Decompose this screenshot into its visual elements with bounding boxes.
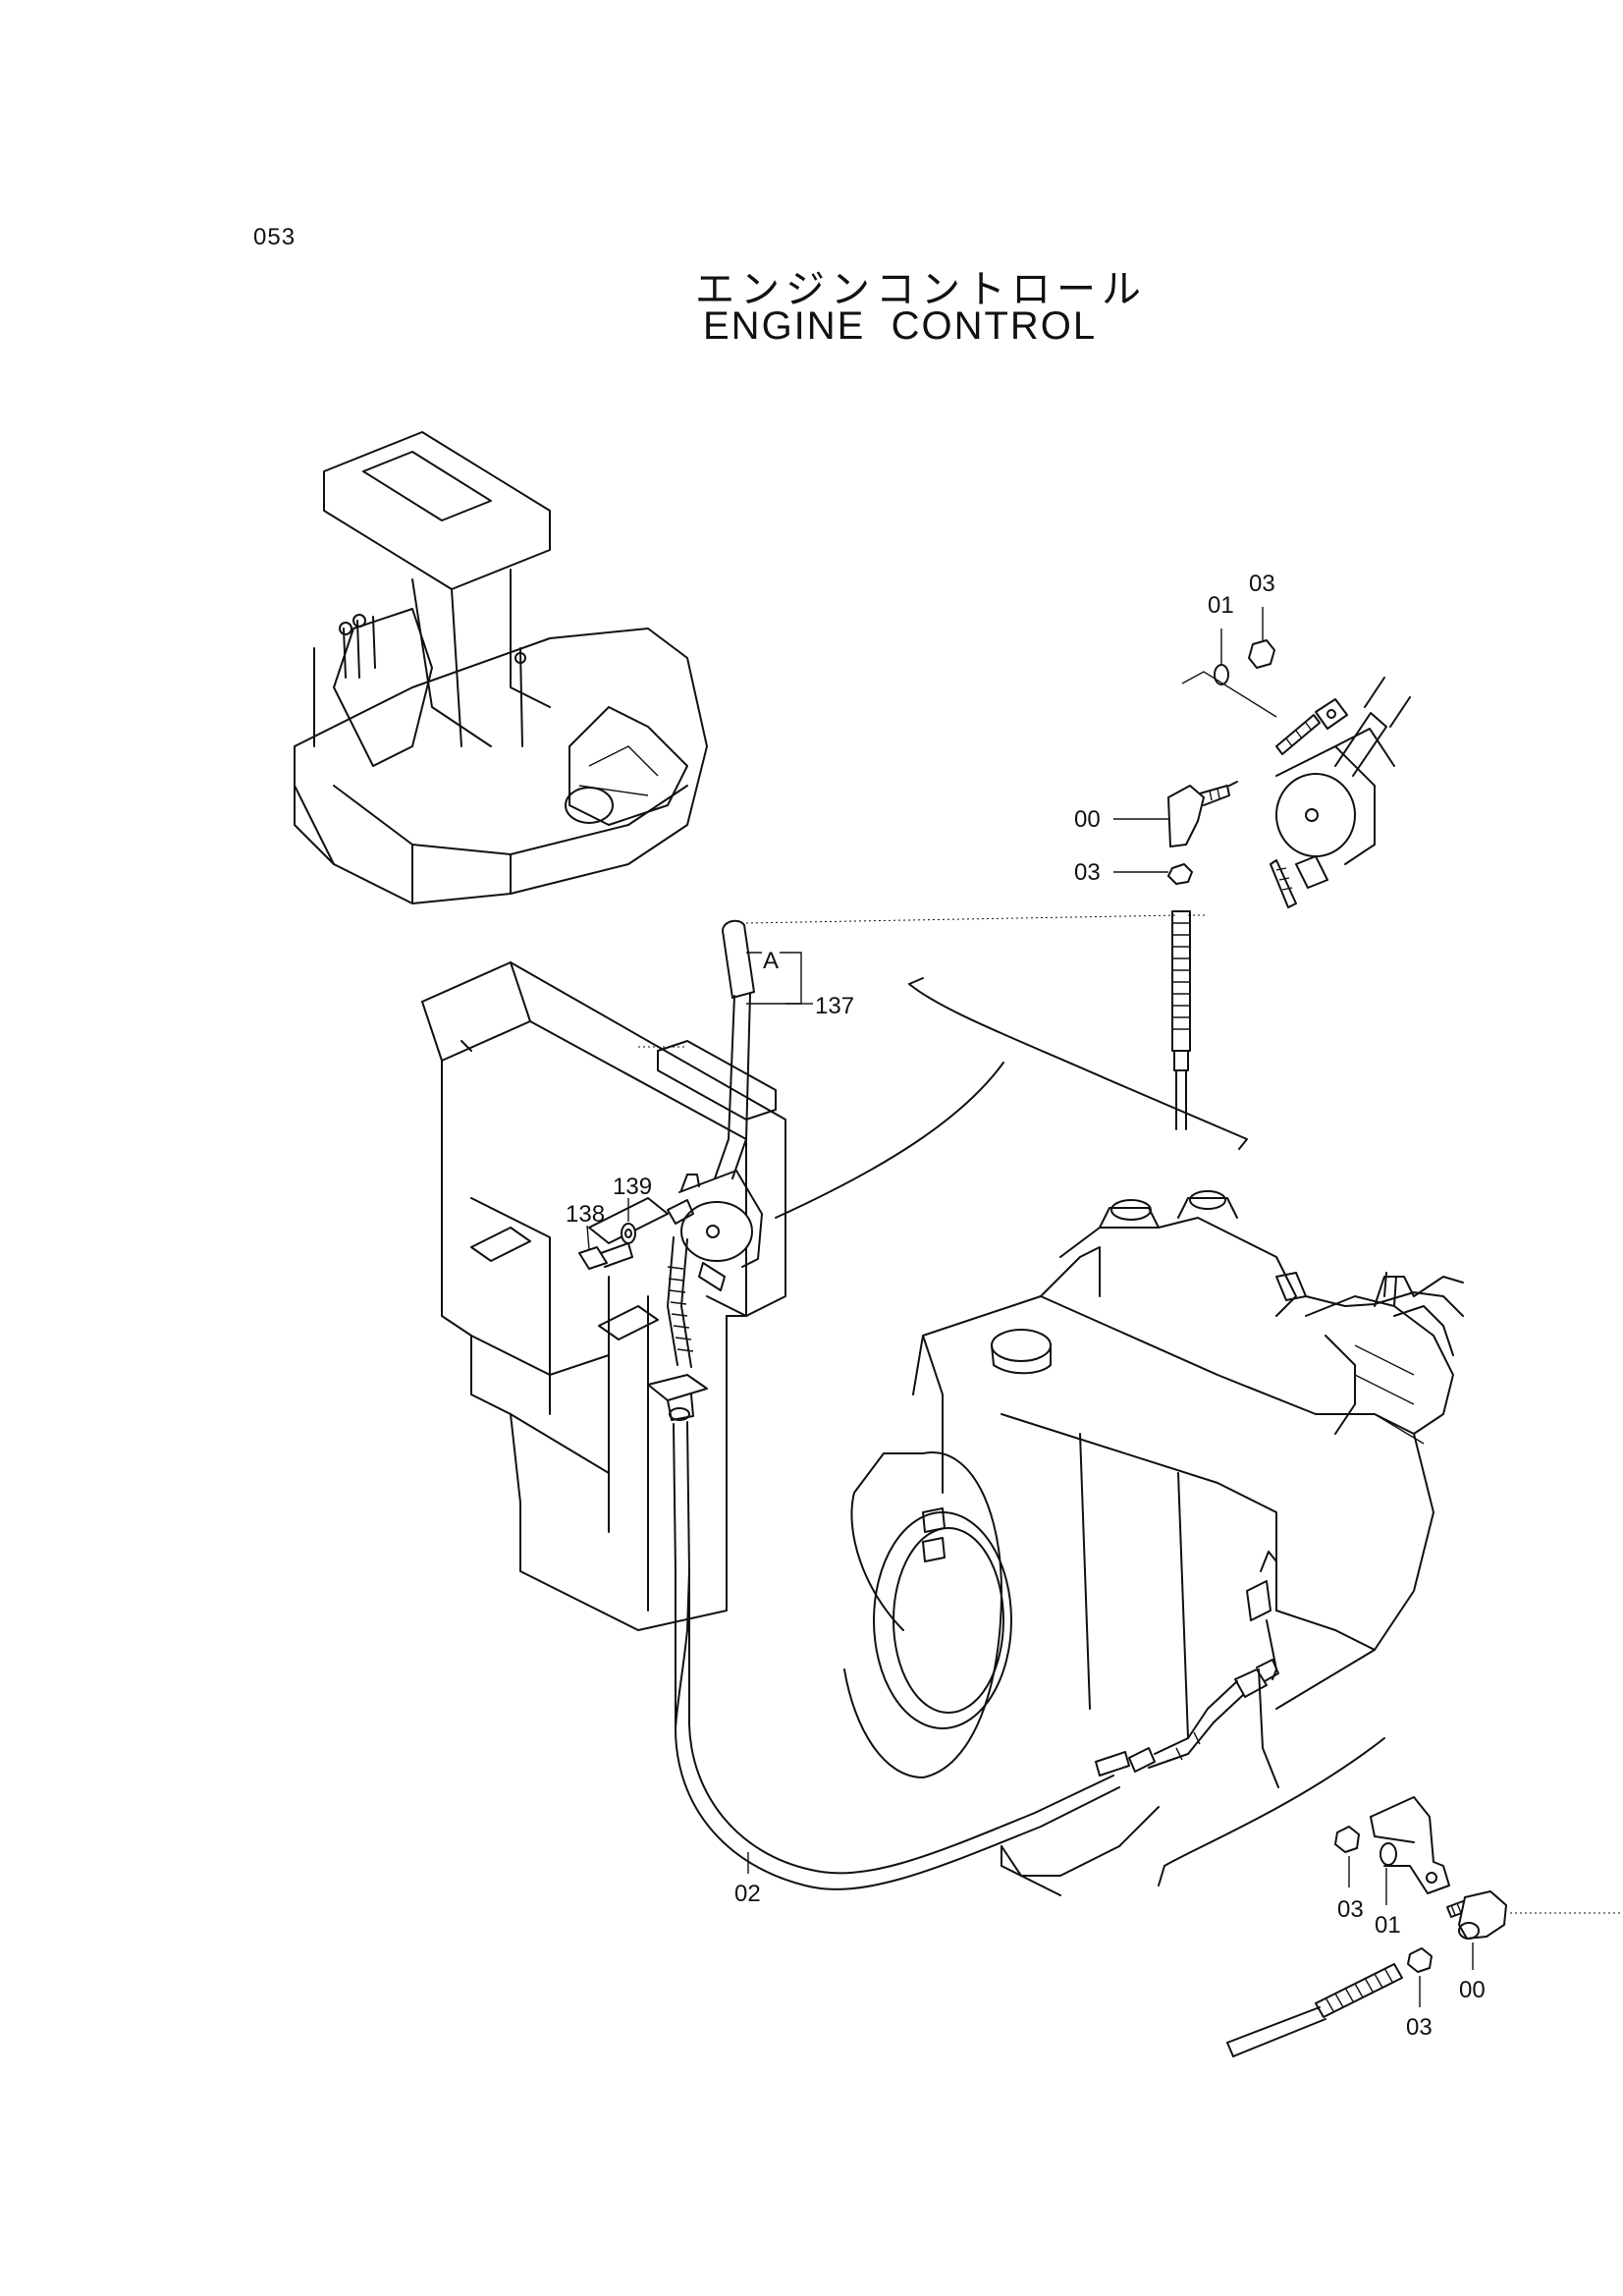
washer-139 xyxy=(621,1223,636,1244)
snap-ring-01-top xyxy=(1214,664,1229,685)
callout-03-bottom: 03 xyxy=(1337,1896,1364,1923)
callout-02: 02 xyxy=(734,1881,761,1907)
bolt-138 xyxy=(578,1242,633,1270)
snap-ring-01-bottom xyxy=(1380,1842,1397,1866)
callout-137: 137 xyxy=(815,993,854,1019)
callout-leaders xyxy=(586,607,1474,2007)
nut-03-bottom-lower xyxy=(1407,1947,1433,1973)
upper-cable-end-detail xyxy=(745,639,1411,1150)
callout-03-bottom-lower: 03 xyxy=(1406,2014,1433,2041)
lower-cable-end-detail xyxy=(1158,1737,1623,2057)
engine-illustration xyxy=(843,1190,1464,1896)
throttle-lever-assembly-137 xyxy=(647,919,763,1729)
callout-138: 138 xyxy=(566,1201,605,1228)
nut-03-bottom xyxy=(1334,1826,1360,1853)
page-title-english: ENGINE CONTROL xyxy=(703,304,1098,348)
callout-01-bottom: 01 xyxy=(1375,1912,1401,1939)
callout-03-mid: 03 xyxy=(1074,859,1101,886)
callout-00-top: 00 xyxy=(1074,806,1101,833)
callout-03-top: 03 xyxy=(1249,571,1275,597)
nut-03-mid xyxy=(1167,863,1193,885)
rod-end-00-top xyxy=(1167,785,1205,847)
callout-detail-A: A xyxy=(763,948,779,974)
page-title-japanese: エンジンコントロール xyxy=(695,267,1147,312)
nut-03-top xyxy=(1248,639,1275,669)
callout-139: 139 xyxy=(613,1174,652,1200)
machine-overview-illustration xyxy=(294,431,708,904)
callout-00-bottom: 00 xyxy=(1459,1977,1486,2003)
rod-end-00-bottom xyxy=(1458,1890,1507,1940)
callout-01-top: 01 xyxy=(1208,592,1234,619)
page-number: 053 xyxy=(253,224,297,250)
